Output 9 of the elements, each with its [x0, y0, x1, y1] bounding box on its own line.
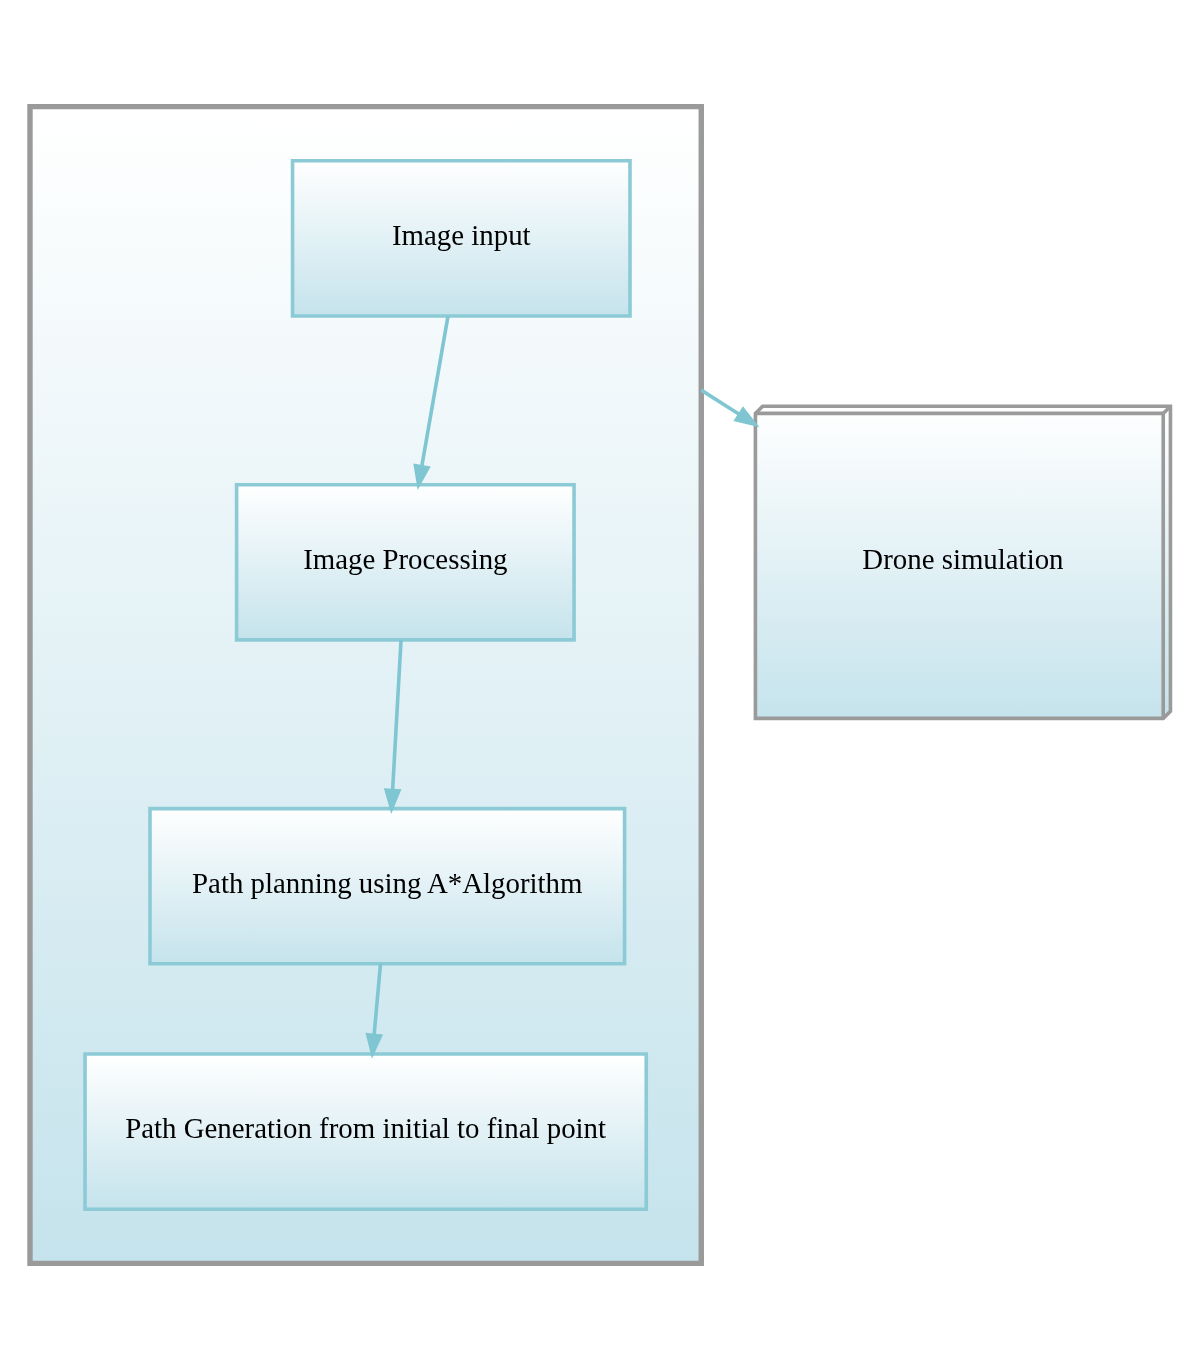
arrow: [700, 388, 760, 428]
node-box: Image input: [290, 159, 632, 318]
cluster: [27, 103, 704, 1267]
arrow: [365, 963, 384, 1059]
node-box: Image Processing: [234, 482, 576, 642]
node-box: Path Generation from initial to final point: [83, 1052, 649, 1211]
arrow: [383, 639, 403, 814]
arrow: [413, 315, 450, 490]
node-box: Path planning using A*Algorithm: [148, 806, 627, 966]
